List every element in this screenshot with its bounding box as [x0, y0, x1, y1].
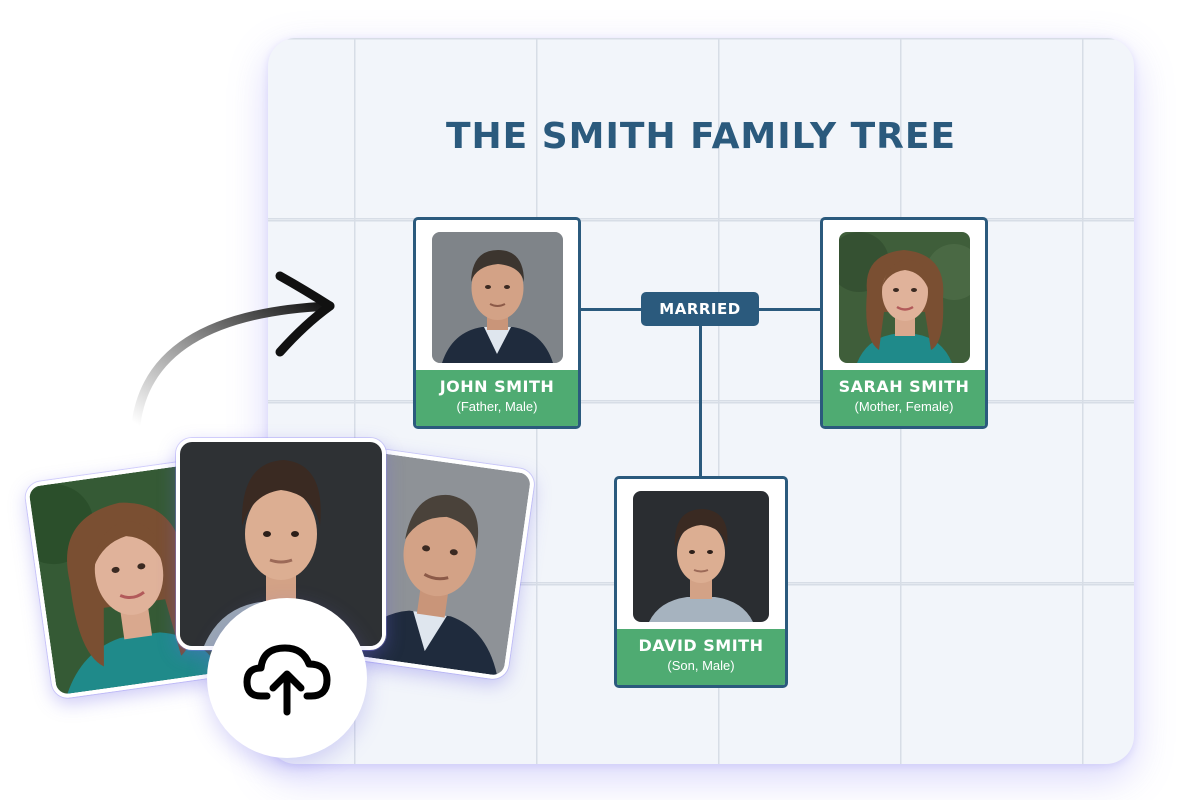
person-role: (Mother, Female)	[854, 399, 954, 414]
upload-button[interactable]	[207, 598, 367, 758]
person-card-sarah[interactable]: SARAH SMITH (Mother, Female)	[820, 217, 988, 429]
married-badge: MARRIED	[641, 292, 759, 326]
person-name: SARAH SMITH	[838, 377, 970, 396]
curved-arrow-icon	[120, 262, 340, 432]
tree-title: THE SMITH FAMILY TREE	[445, 116, 957, 157]
sarah-photo	[839, 232, 970, 363]
person-name: DAVID SMITH	[638, 636, 764, 655]
person-card-john[interactable]: JOHN SMITH (Father, Male)	[413, 217, 581, 429]
person-role: (Son, Male)	[667, 658, 735, 673]
person-role: (Father, Male)	[456, 399, 538, 414]
john-photo	[432, 232, 563, 363]
cloud-upload-icon	[241, 638, 333, 718]
david-label: DAVID SMITH (Son, Male)	[617, 629, 785, 685]
child-connector-line	[699, 326, 702, 480]
david-photo	[633, 491, 769, 622]
john-label: JOHN SMITH (Father, Male)	[416, 370, 578, 426]
person-card-david[interactable]: DAVID SMITH (Son, Male)	[614, 476, 788, 688]
person-name: JOHN SMITH	[439, 377, 555, 396]
sarah-label: SARAH SMITH (Mother, Female)	[823, 370, 985, 426]
uploaded-photo-man[interactable]	[338, 447, 536, 681]
